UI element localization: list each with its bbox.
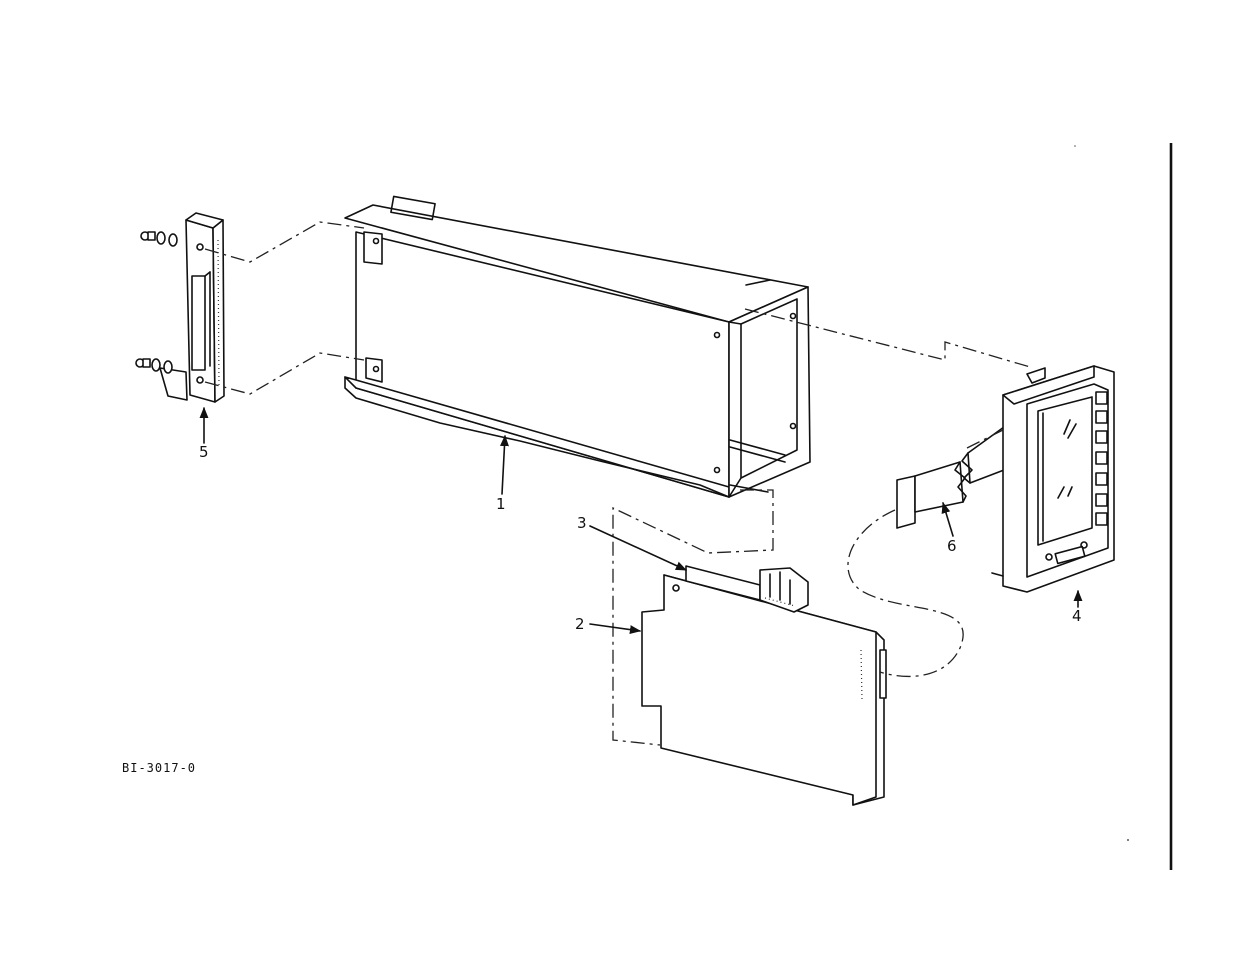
callout-5: 5 bbox=[199, 443, 209, 461]
callout-3: 3 bbox=[577, 514, 587, 532]
figure-id: BI-3017-0 bbox=[122, 761, 196, 775]
speck bbox=[1074, 145, 1076, 147]
callout-6: 6 bbox=[947, 537, 957, 555]
rear-connector-plate bbox=[136, 213, 224, 402]
callout-1: 1 bbox=[496, 495, 506, 513]
callout-2: 2 bbox=[575, 615, 585, 633]
speck bbox=[1127, 839, 1129, 841]
chassis-housing bbox=[345, 196, 810, 497]
circuit-card-assembly bbox=[642, 566, 886, 805]
front-display-panel bbox=[992, 366, 1114, 592]
panel-key-column bbox=[1096, 392, 1107, 525]
callout-4: 4 bbox=[1072, 607, 1082, 625]
